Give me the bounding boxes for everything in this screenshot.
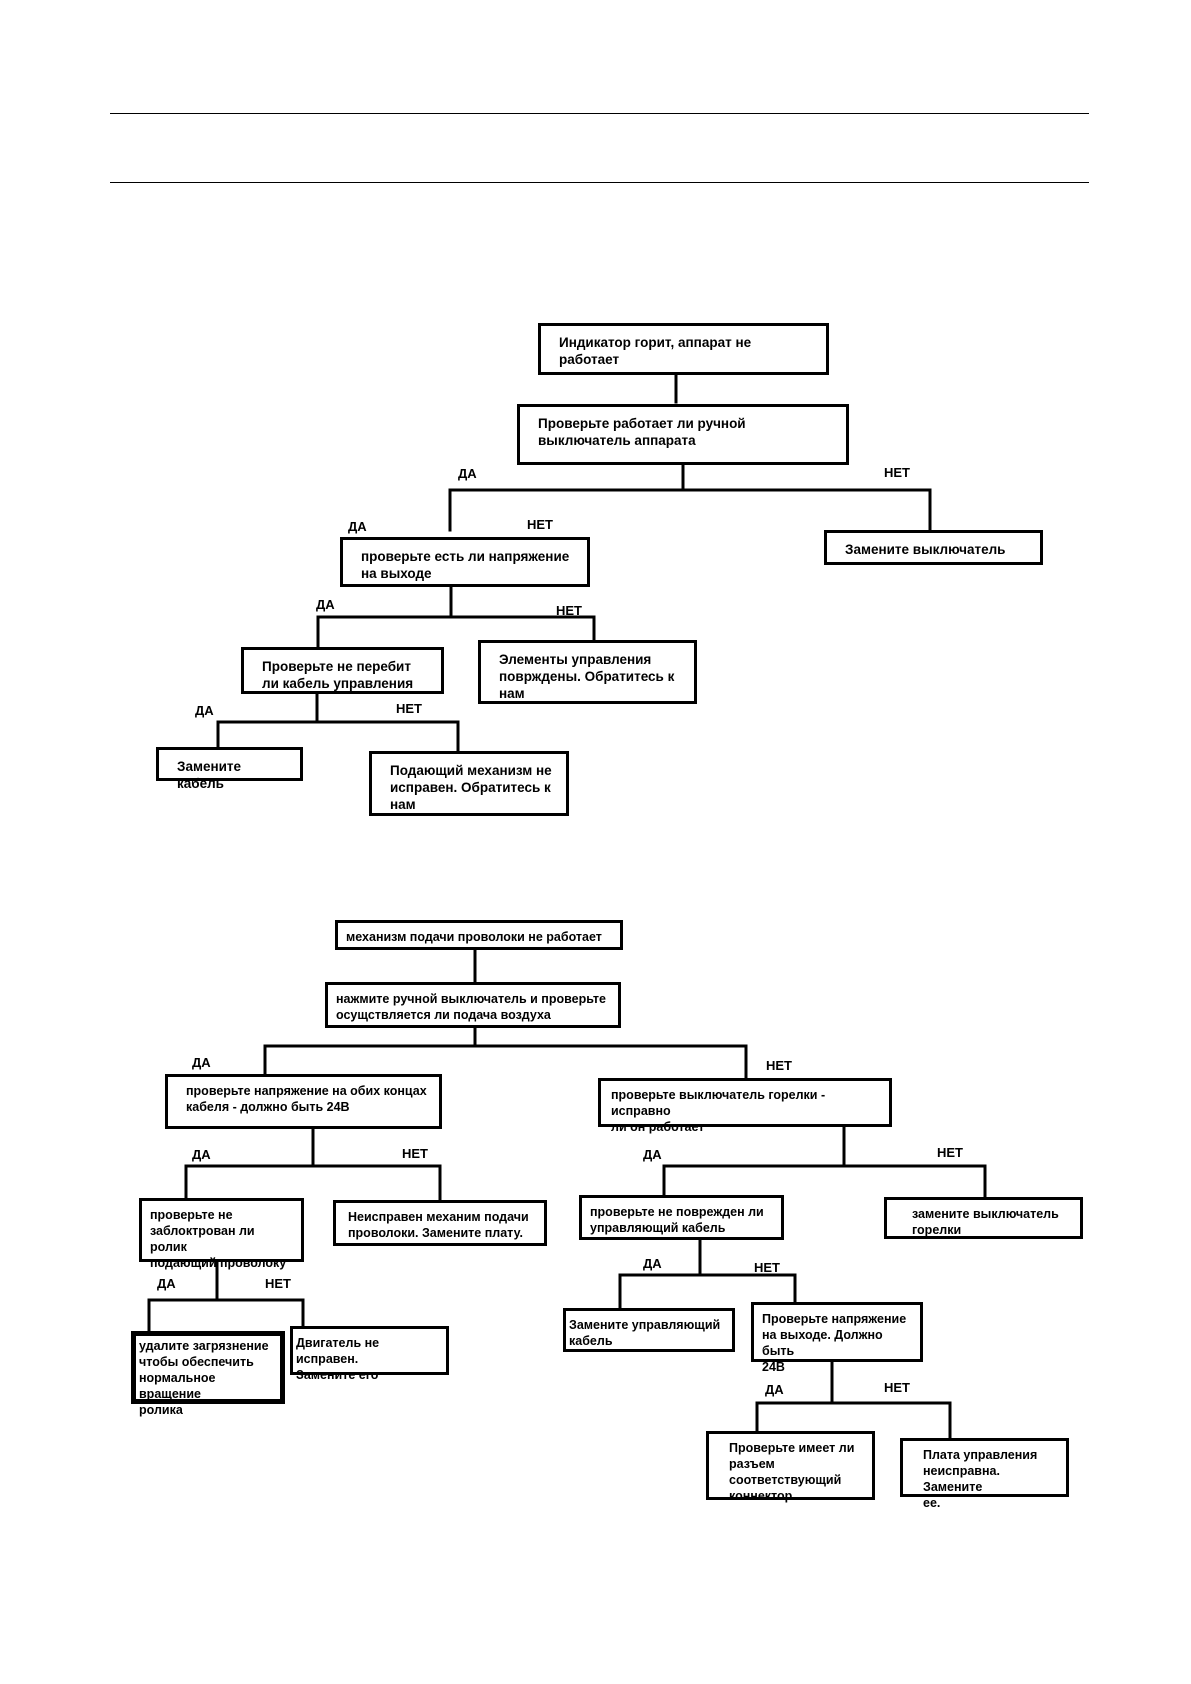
node-remove-dirt: удалите загрязнение чтобы обеспечить нор… xyxy=(131,1331,285,1417)
label-no: НЕТ xyxy=(766,1058,792,1073)
connector-torch-branch xyxy=(662,1123,987,1199)
node-feeder-board-faulty: Неисправен механим подачи проволоки. Зам… xyxy=(333,1200,547,1246)
node-control-board-faulty: Плата управления неисправна. Замените ее… xyxy=(900,1438,1069,1510)
node-replace-switch: Замените выключатель xyxy=(824,530,1043,565)
header-rule-top xyxy=(110,113,1089,114)
node-check-output-24v: Проверьте напряжение на выходе. Должно б… xyxy=(751,1302,923,1374)
node-wire-feeder-not-working: механизм подачи проволоки не работает xyxy=(335,920,623,950)
label-no: НЕТ xyxy=(754,1260,780,1275)
node-check-output-voltage: проверьте есть ли напряжение на выходе xyxy=(340,537,590,587)
node-check-control-cable: Проверьте не перебит ли кабель управлени… xyxy=(241,647,444,694)
label-no: НЕТ xyxy=(402,1146,428,1161)
node-check-roller-blocked: проверьте не заблоктрован ли ролик подаю… xyxy=(139,1198,304,1270)
node-controls-damaged: Элементы управления поврждены. Обратитес… xyxy=(478,640,697,704)
connector-roller-branch xyxy=(147,1258,305,1335)
node-check-manual-switch: Проверьте работает ли ручной выключатель… xyxy=(517,404,849,465)
label-yes: ДА xyxy=(643,1256,662,1271)
label-yes: ДА xyxy=(316,597,335,612)
label-yes: ДА xyxy=(643,1147,662,1162)
node-feeder-faulty: Подающий механизм не исправен. Обратитес… xyxy=(369,751,569,816)
label-yes: ДА xyxy=(192,1055,211,1070)
node-check-torch-switch: проверьте выключатель горелки - исправно… xyxy=(598,1078,892,1134)
connector-air-branch xyxy=(263,1023,748,1080)
label-no: НЕТ xyxy=(556,603,582,618)
node-indicator-on: Индикатор горит, аппарат не работает xyxy=(538,323,829,375)
label-no: НЕТ xyxy=(527,517,553,532)
connector-24v-branch xyxy=(184,1125,442,1202)
connector-voltage-branch xyxy=(316,583,596,650)
node-replace-cable: Замените кабель xyxy=(156,747,303,791)
connector-ctrl-cable-branch xyxy=(618,1236,797,1312)
label-no: НЕТ xyxy=(884,465,910,480)
label-yes: ДА xyxy=(192,1147,211,1162)
node-replace-control-cable: Замените управляющий кабель xyxy=(563,1308,735,1352)
label-no: НЕТ xyxy=(265,1276,291,1291)
label-yes: ДА xyxy=(458,466,477,481)
connector-output-branch xyxy=(755,1358,952,1440)
connector-switch-branch xyxy=(448,460,932,534)
header-rule-bottom xyxy=(110,182,1089,183)
label-no: НЕТ xyxy=(937,1145,963,1160)
label-yes: ДА xyxy=(195,703,214,718)
label-no: НЕТ xyxy=(884,1380,910,1395)
label-yes: ДА xyxy=(348,519,367,534)
node-check-24v: проверьте напряжение на обих концах кабе… xyxy=(165,1074,442,1129)
label-no: НЕТ xyxy=(396,701,422,716)
label-yes: ДА xyxy=(765,1382,784,1397)
node-check-air-supply: нажмите ручной выключатель и проверьте о… xyxy=(325,982,621,1028)
node-check-control-cable-damage: проверьте не поврежден ли управляющий ка… xyxy=(579,1195,784,1240)
label-yes: ДА xyxy=(157,1276,176,1291)
node-replace-torch-switch: замените выключатель горелки xyxy=(884,1197,1083,1239)
node-check-connector: Проверьте имеет ли разъем соответствующи… xyxy=(706,1431,875,1503)
node-motor-faulty: Двигатель не исправен. Замените его xyxy=(290,1326,449,1382)
connector-cable-branch xyxy=(216,690,460,754)
